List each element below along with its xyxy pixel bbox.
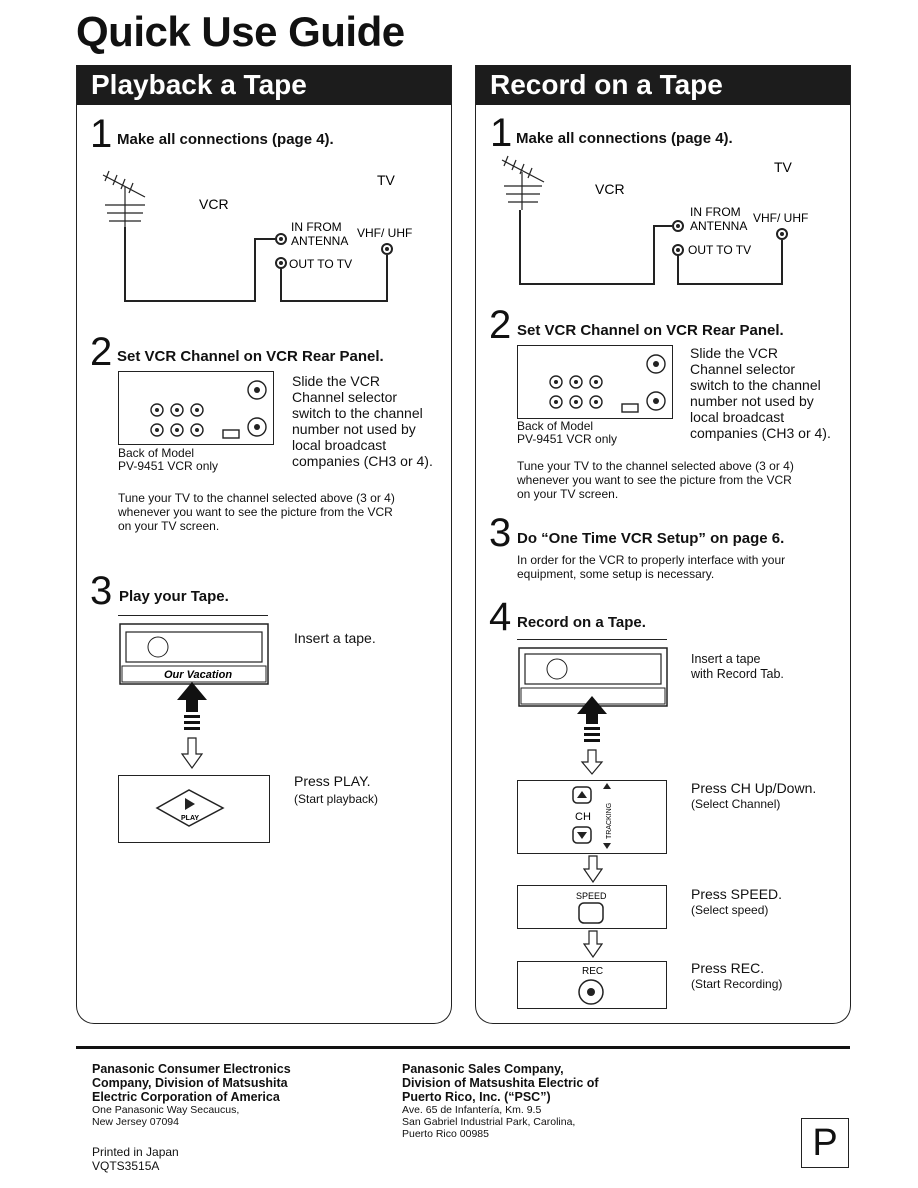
- step-title: Set VCR Channel on VCR Rear Panel.: [517, 322, 784, 339]
- insert-tape-text: Insert a tape.: [294, 630, 376, 646]
- down-arrow-icon: [583, 855, 603, 883]
- ch-label: CH: [575, 811, 591, 823]
- press-rec-text: Press REC.: [691, 960, 765, 976]
- ch-down-button[interactable]: [572, 826, 590, 842]
- page-title: Quick Use Guide: [76, 8, 405, 55]
- connection-diagram: VCR TV IN FROM ANTENNA VHF/ UHF OUT TO T…: [102, 170, 412, 302]
- step2-description: Slide the VCR Channel selector switch to…: [690, 345, 831, 441]
- step-number: 4: [489, 595, 512, 639]
- ch-up-button[interactable]: [572, 786, 590, 802]
- step-number: 3: [90, 569, 113, 613]
- vcr-tape-image: Our Vacation: [118, 622, 270, 686]
- ch-button-panel: CH TRACKING: [517, 780, 667, 854]
- doc-code: VQTS3515A: [92, 1159, 160, 1173]
- press-speed-sub: (Select speed): [691, 903, 769, 917]
- vhf-uhf-label: VHF/ UHF: [753, 211, 808, 225]
- step-number: 1: [90, 112, 113, 156]
- tune-instructions: Tune your TV to the channel selected abo…: [517, 459, 794, 501]
- rear-panel-image: [517, 345, 673, 419]
- step-title: Play your Tape.: [119, 588, 229, 605]
- playback-header: Playback a Tape: [77, 65, 451, 105]
- step-title: Set VCR Channel on VCR Rear Panel.: [117, 348, 384, 365]
- step-number: 3: [489, 511, 512, 555]
- title-underline: [517, 639, 667, 640]
- step-title: Record on a Tape.: [517, 614, 646, 631]
- out-to-tv-label: OUT TO TV: [289, 257, 352, 271]
- rear-panel-image: [118, 371, 274, 445]
- record-header: Record on a Tape: [476, 65, 850, 105]
- step-number: 2: [489, 303, 512, 347]
- printed-in: Printed in Japan: [92, 1145, 179, 1159]
- vcr-label: VCR: [595, 181, 625, 197]
- down-arrow-icon: [583, 930, 603, 958]
- play-button[interactable]: [156, 789, 224, 825]
- step2-description: Slide the VCR Channel selector switch to…: [292, 373, 433, 469]
- speed-button-panel: SPEED: [517, 885, 667, 929]
- rear-panel-jacks: [150, 380, 267, 439]
- speed-button[interactable]: [578, 902, 602, 922]
- language-tab: P: [801, 1118, 849, 1168]
- tv-label: TV: [377, 172, 396, 188]
- title-underline: [118, 615, 268, 616]
- out-to-tv-label: OUT TO TV: [688, 243, 751, 257]
- antenna-label: ANTENNA: [291, 234, 348, 248]
- rec-label: REC: [582, 966, 603, 977]
- in-from-label: IN FROM: [291, 220, 342, 234]
- in-from-label: IN FROM: [690, 205, 741, 219]
- connection-diagram: VCR TV IN FROM ANTENNA VHF/ UHF OUT TO T…: [501, 155, 808, 285]
- press-play-text: Press PLAY.: [294, 773, 371, 789]
- press-rec-sub: (Start Recording): [691, 977, 783, 991]
- insert-tape-text: Insert a tape with Record Tab.: [691, 652, 784, 681]
- tv-label: TV: [774, 159, 793, 175]
- vhf-uhf-label: VHF/ UHF: [357, 226, 412, 240]
- step-number: 1: [490, 111, 513, 155]
- rec-button-panel: REC: [517, 961, 667, 1009]
- play-button-label: PLAY: [181, 815, 199, 822]
- antenna-label: ANTENNA: [690, 219, 747, 233]
- step-number: 2: [90, 330, 113, 374]
- press-ch-text: Press CH Up/Down.: [691, 780, 817, 796]
- footer-company-pr: Panasonic Sales Company, Division of Mat…: [402, 1062, 599, 1140]
- playback-panel: Playback a Tape: [76, 65, 452, 1024]
- press-ch-sub: (Select Channel): [691, 797, 781, 811]
- insert-arrow-icon: [177, 682, 207, 770]
- press-speed-text: Press SPEED.: [691, 886, 783, 902]
- step-title: Make all connections (page 4).: [516, 130, 733, 147]
- rec-button[interactable]: [578, 979, 602, 1003]
- antenna-icon: [501, 155, 545, 210]
- tape-label: Our Vacation: [164, 669, 232, 681]
- record-panel: Record on a Tape: [475, 65, 851, 1024]
- vcr-tape-image: [517, 646, 669, 708]
- press-play-sub: (Start playback): [294, 792, 379, 806]
- rear-panel-caption: Back of Model PV-9451 VCR only: [118, 446, 219, 473]
- setup-description: In order for the VCR to properly interfa…: [517, 553, 786, 581]
- tune-instructions: Tune your TV to the channel selected abo…: [118, 491, 395, 533]
- speed-label: SPEED: [576, 891, 607, 901]
- antenna-icon: [102, 170, 146, 227]
- play-button-panel: PLAY: [118, 775, 270, 843]
- rear-panel-jacks: [549, 354, 666, 413]
- vcr-label: VCR: [199, 196, 229, 212]
- step-title: Make all connections (page 4).: [117, 131, 334, 148]
- footer-divider: [76, 1046, 850, 1049]
- footer-company-us: Panasonic Consumer Electronics Company, …: [92, 1062, 291, 1128]
- insert-arrow-icon: [577, 696, 607, 775]
- step-title: Do “One Time VCR Setup” on page 6.: [517, 530, 785, 547]
- tracking-label: TRACKING: [606, 803, 613, 839]
- rear-panel-caption: Back of Model PV-9451 VCR only: [517, 419, 618, 446]
